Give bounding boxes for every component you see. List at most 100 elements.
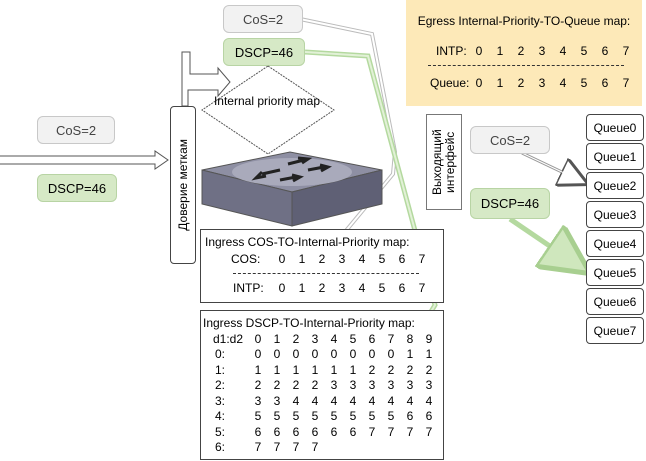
egress-queue-value-2: 2 [517, 76, 525, 90]
input-dscp-label: DSCP=46 [47, 180, 107, 196]
dscp-cell: 7 [406, 424, 414, 439]
dscp-cell: 7 [254, 440, 262, 454]
dscp-cell: 2 [368, 362, 376, 377]
cos-intp-value-3: 3 [338, 281, 346, 295]
dscp-cell: 2 [273, 378, 281, 392]
dscp-cell: 1 [425, 347, 433, 361]
cos-intp-value-4: 4 [358, 281, 366, 295]
dscp-cell: 1 [349, 362, 357, 377]
dscp-row-label: 1: [215, 362, 226, 377]
dscp-cell: 4 [368, 393, 376, 408]
egress-map-divider [428, 65, 624, 66]
cos-value-5: 5 [378, 252, 386, 266]
dscp-cell: 2 [254, 378, 262, 392]
queue-7: Queue7 [586, 317, 644, 344]
cos-map-cos-label: COS: [231, 252, 261, 266]
egress-map-intp-label: INTP: [436, 44, 467, 58]
dscp-cell: 6 [425, 409, 433, 423]
dscp-column-5: 5 [349, 332, 357, 346]
dscp-column-9: 9 [425, 332, 433, 346]
dscp-row-label: 3: [215, 393, 226, 408]
cos-intp-value-6: 6 [398, 281, 406, 295]
dscp-cell: 0 [273, 347, 281, 361]
dscp-cell: 0 [311, 347, 319, 361]
dscp-column-8: 8 [406, 332, 414, 346]
cos-map-intp-label: INTP: [233, 281, 264, 295]
egress-queue-value-3: 3 [538, 76, 546, 90]
egress-dscp-label: DSCP=46 [480, 196, 540, 211]
dscp-cell: 2 [406, 362, 414, 377]
cos-value-4: 4 [358, 252, 366, 266]
cos-intp-value-1: 1 [298, 281, 306, 295]
trust-box: Доверие меткам [170, 106, 196, 264]
dscp-cell: 3 [406, 378, 414, 392]
dscp-cell: 1 [254, 362, 262, 377]
egress-queue-value-0: 0 [475, 76, 483, 90]
top-dscp-tag: DSCP=46 [223, 38, 305, 66]
egress-intp-value-5: 5 [580, 44, 588, 58]
cos-value-7: 7 [418, 252, 426, 266]
dscp-column-4: 4 [330, 332, 338, 346]
cos-intp-value-7: 7 [418, 281, 426, 295]
dscp-cell: 5 [349, 409, 357, 423]
dscp-cell: 4 [330, 393, 338, 408]
egress-intp-value-2: 2 [517, 44, 525, 58]
dscp-map-corner: d1:d2 [213, 332, 244, 346]
queue-1: Queue1 [586, 143, 644, 170]
queue-4: Queue4 [586, 230, 644, 257]
egress-interface-label: Выходящий интерфейс [430, 129, 457, 195]
dscp-row-label: 0: [215, 347, 226, 361]
egress-cos-tag: CoS=2 [470, 126, 550, 154]
egress-dscp-arrow [508, 216, 582, 268]
input-dscp-tag: DSCP=46 [37, 174, 117, 202]
cos-intp-value-5: 5 [378, 281, 386, 295]
dscp-map-box: Ingress DSCP-TO-Internal-Priority map: d… [200, 310, 444, 460]
top-cos-tag: CoS=2 [223, 5, 303, 33]
cos-value-6: 6 [398, 252, 406, 266]
dscp-row-label: 5: [215, 424, 226, 439]
egress-interface-box: Выходящий интерфейс [426, 114, 462, 210]
dscp-cell: 5 [330, 409, 338, 423]
input-arrow [0, 150, 169, 170]
queue-0: Queue0 [586, 114, 644, 141]
dscp-cell: 2 [425, 362, 433, 377]
trust-to-map-arrow [181, 51, 231, 107]
dscp-cell: 6 [330, 424, 338, 439]
dscp-cell: 7 [368, 424, 376, 439]
dscp-cell: 0 [254, 347, 262, 361]
dscp-cell: 4 [425, 393, 433, 408]
dscp-cell: 4 [406, 393, 414, 408]
egress-cos-label: CoS=2 [489, 132, 531, 148]
dscp-cell: 7 [292, 440, 300, 454]
egress-queue-value-6: 6 [601, 76, 609, 90]
queue-2: Queue2 [586, 172, 644, 199]
egress-queue-value-5: 5 [580, 76, 588, 90]
internal-priority-map-label: Internal priority map [213, 94, 321, 108]
cos-intp-value-0: 0 [278, 281, 286, 295]
egress-queue-value-1: 1 [496, 76, 504, 90]
cos-intp-value-2: 2 [318, 281, 326, 295]
dscp-cell: 6 [311, 424, 319, 439]
cos-value-3: 3 [338, 252, 346, 266]
dscp-cell: 3 [387, 378, 395, 392]
dscp-column-6: 6 [368, 332, 376, 346]
egress-intp-value-3: 3 [538, 44, 546, 58]
egress-dscp-tag: DSCP=46 [470, 188, 550, 219]
dscp-cell: 1 [273, 362, 281, 377]
trust-label: Доверие меткам [176, 139, 190, 231]
dscp-cell: 4 [349, 393, 357, 408]
egress-intp-value-1: 1 [496, 44, 504, 58]
dscp-cell: 5 [292, 409, 300, 423]
switch-icon [201, 151, 383, 227]
egress-queue-value-7: 7 [622, 76, 630, 90]
egress-intp-value-4: 4 [559, 44, 567, 58]
cos-value-0: 0 [278, 252, 286, 266]
cos-map-box: Ingress COS-TO-Internal-Priority map: CO… [200, 229, 444, 303]
input-cos-tag: CoS=2 [37, 116, 115, 144]
dscp-column-2: 2 [292, 332, 300, 346]
dscp-cell: 1 [311, 362, 319, 377]
